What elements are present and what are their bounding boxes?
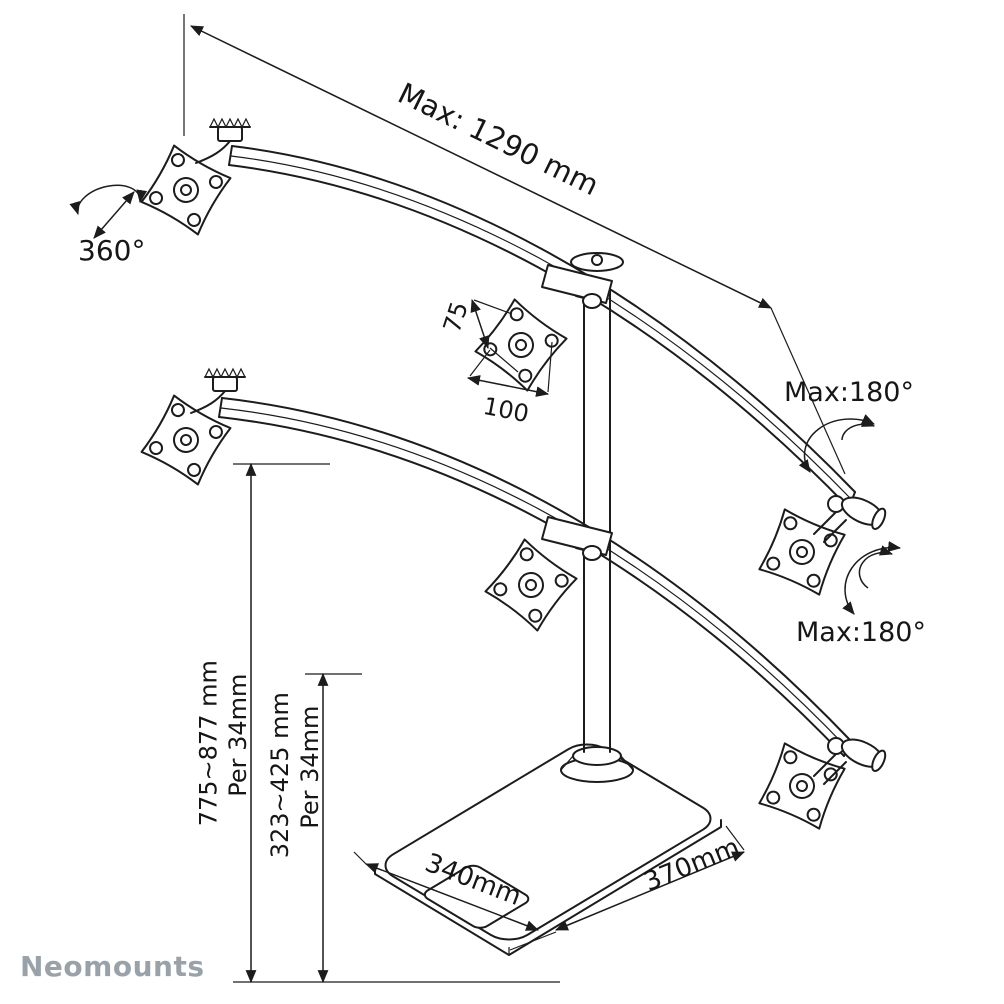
dim-base-depth bbox=[353, 851, 557, 951]
dim-base-width bbox=[554, 825, 746, 931]
base-plate bbox=[374, 738, 722, 956]
tilt-arrows-top bbox=[798, 414, 876, 473]
rotation-arrows-360 bbox=[69, 184, 148, 239]
pole bbox=[583, 282, 611, 753]
dim-height-lower bbox=[305, 672, 362, 984]
label-height-full-step: Per 34mm bbox=[223, 673, 252, 797]
label-height-lower-step: Per 34mm bbox=[295, 705, 324, 829]
bottom-arm bbox=[218, 397, 851, 757]
vesa-plate-top-left bbox=[128, 132, 244, 248]
tilt-arrows-bottom bbox=[842, 541, 902, 615]
bottom-arm-pole-clamp bbox=[541, 516, 613, 561]
dim-vesa-75 bbox=[470, 298, 519, 373]
label-height-lower-range: 323~425 mm bbox=[265, 692, 294, 859]
left-clamp-bottom bbox=[190, 368, 246, 414]
label-tilt-top: Max:180° bbox=[784, 377, 914, 408]
brand-logo: Neomounts bbox=[20, 950, 205, 983]
label-rotation-360: 360° bbox=[78, 234, 146, 267]
dim-vesa-100 bbox=[466, 341, 553, 397]
label-height-full-range: 775~877 mm bbox=[194, 660, 223, 827]
pole-head bbox=[570, 252, 624, 272]
dim-height-full bbox=[233, 462, 330, 984]
left-clamp-top bbox=[195, 118, 251, 164]
vesa-plate-bottom-center bbox=[478, 532, 584, 638]
vesa-plate-bottom-left bbox=[128, 382, 244, 498]
label-tilt-bottom: Max:180° bbox=[796, 617, 926, 648]
